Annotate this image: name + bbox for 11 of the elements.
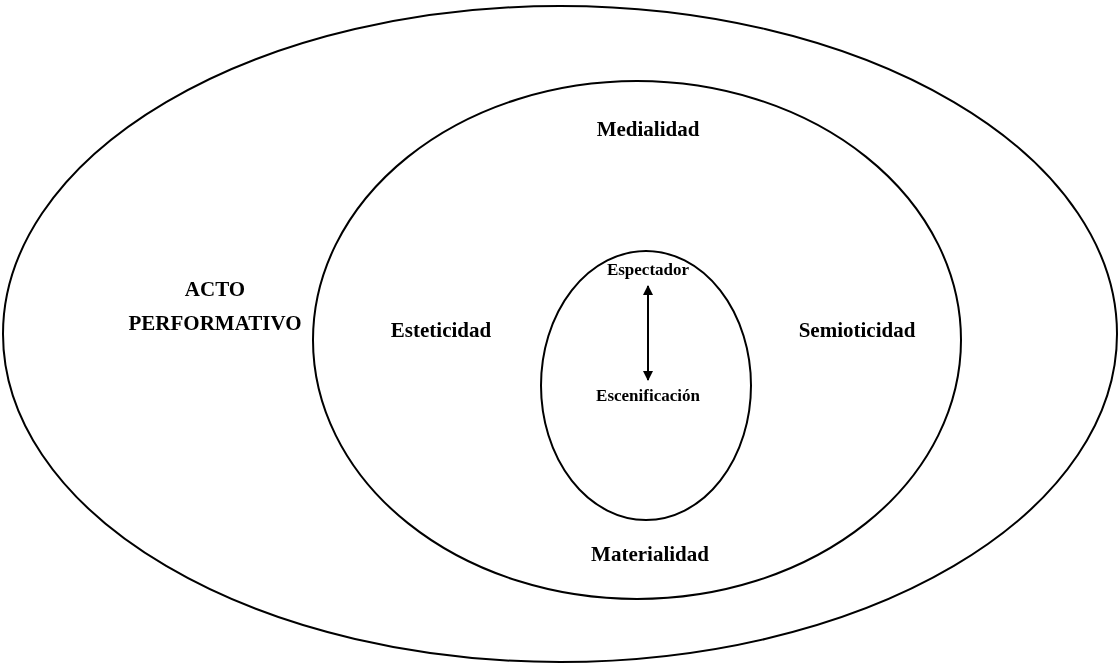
concept-label: Espectador <box>606 260 690 280</box>
outer-ellipse <box>2 5 1118 663</box>
concept-label: ACTO PERFORMATIVO <box>127 276 303 337</box>
concept-label: Escenificación <box>596 386 700 406</box>
concept-label: Semioticidad <box>798 317 916 343</box>
concept-label: Materialidad <box>591 541 709 567</box>
inner-ellipse <box>540 250 752 521</box>
concept-label: Medialidad <box>596 116 700 142</box>
middle-ellipse <box>312 80 962 600</box>
double-arrow <box>643 285 653 381</box>
concept-label: Esteticidad <box>390 317 492 343</box>
